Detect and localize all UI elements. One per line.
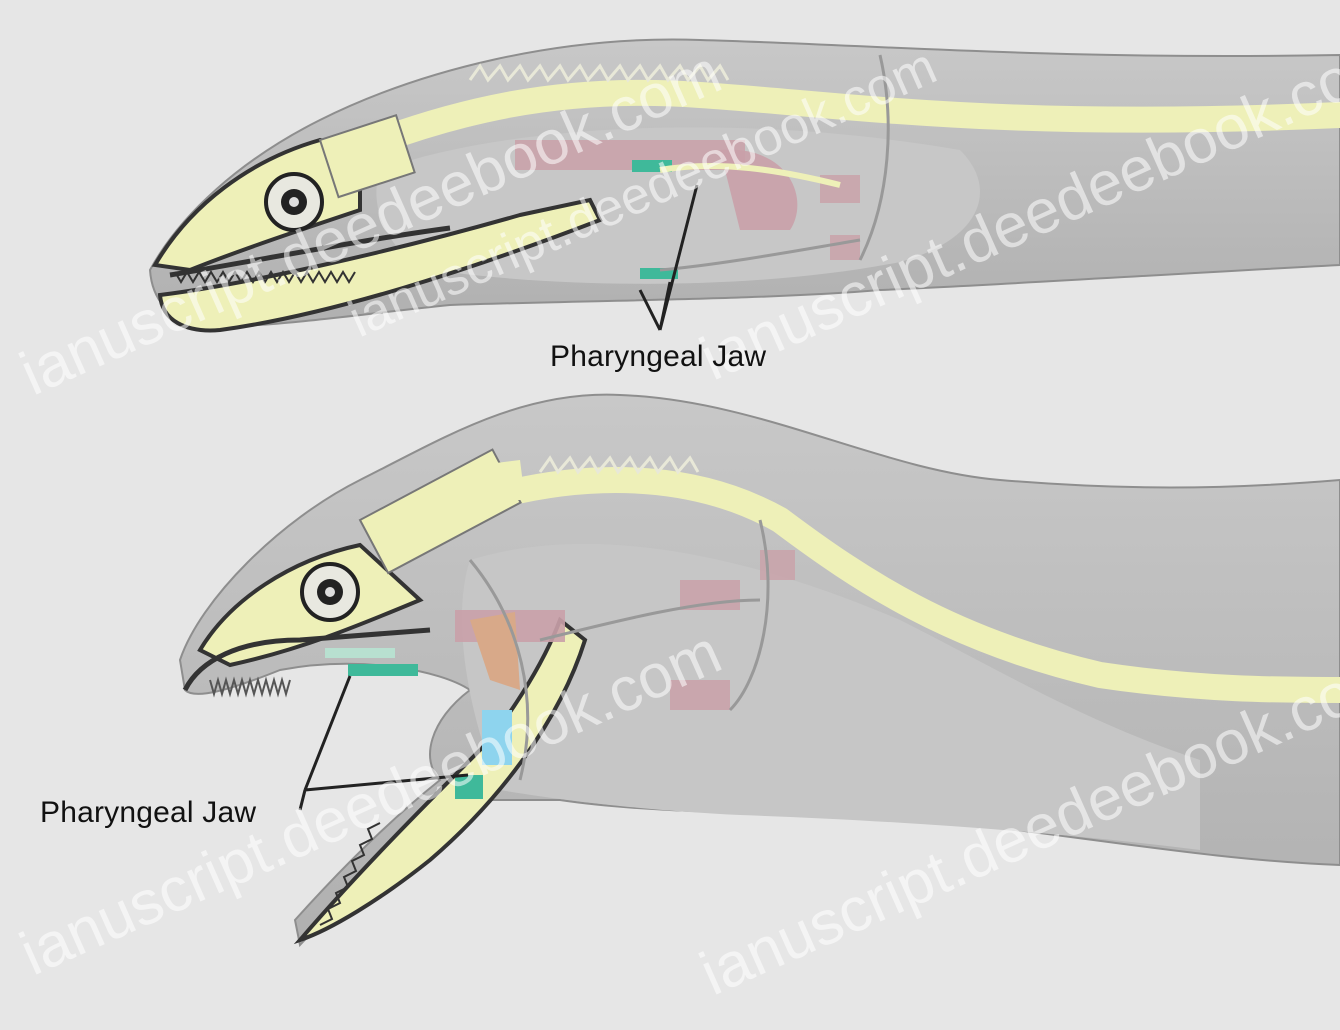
- label-pharyngeal-jaw-bottom: Pharyngeal Jaw: [40, 796, 256, 830]
- bottom-pharyngeal-upper-2: [348, 664, 418, 676]
- bottom-pharyngeal-lower: [455, 775, 483, 799]
- bottom-eel-blue-element: [482, 710, 512, 765]
- bottom-eel: [180, 395, 1340, 945]
- top-eel: [150, 40, 1340, 331]
- label-pharyngeal-jaw-top: Pharyngeal Jaw: [550, 340, 766, 374]
- bottom-pharyngeal-upper-1: [325, 648, 395, 658]
